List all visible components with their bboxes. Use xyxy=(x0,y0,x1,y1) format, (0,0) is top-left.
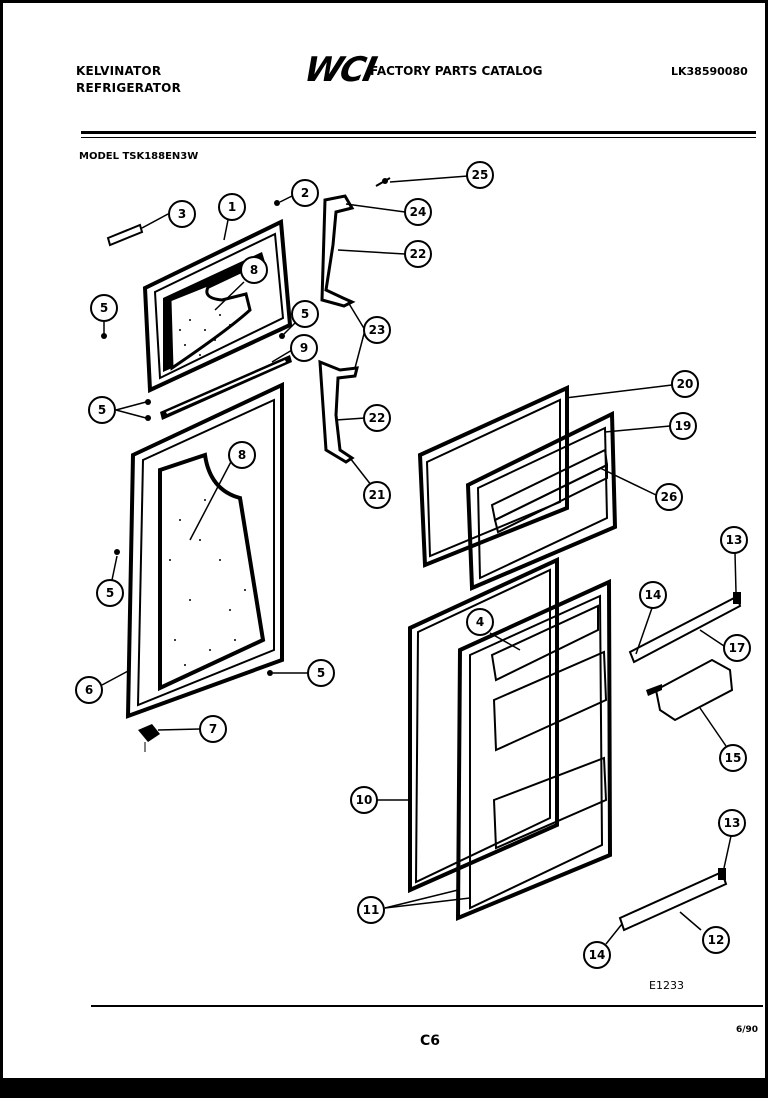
callout-5: 5 xyxy=(307,659,335,687)
callout-22: 22 xyxy=(363,404,391,432)
page-number: C6 xyxy=(420,1033,441,1049)
callout-5: 5 xyxy=(96,579,124,607)
callout-6: 6 xyxy=(75,676,103,704)
svg-text:5: 5 xyxy=(301,307,309,321)
callout-5: 5 xyxy=(291,300,319,328)
callout-21: 21 xyxy=(363,481,391,509)
catalog-sheet: KELVINATOR REFRIGERATOR WCI FACTORY PART… xyxy=(3,3,765,1078)
svg-text:22: 22 xyxy=(369,411,386,425)
svg-text:21: 21 xyxy=(369,488,386,502)
svg-text:22: 22 xyxy=(410,247,427,261)
callout-14: 14 xyxy=(583,941,611,969)
svg-text:1: 1 xyxy=(228,200,236,214)
svg-text:15: 15 xyxy=(725,751,742,765)
svg-text:8: 8 xyxy=(238,448,246,462)
brand-name: KELVINATOR xyxy=(76,64,162,78)
exploded-parts-diagram: 25 2 24 3 1 22 8 5 5 23 9 5 22 21 8 5 6 … xyxy=(75,161,751,969)
svg-text:2: 2 xyxy=(301,186,309,200)
svg-text:14: 14 xyxy=(645,588,662,602)
svg-text:13: 13 xyxy=(726,533,743,547)
callout-8: 8 xyxy=(240,256,268,284)
callout-17: 17 xyxy=(723,634,751,662)
callout-5: 5 xyxy=(90,294,118,322)
callout-4: 4 xyxy=(466,608,494,636)
figure-code: E1233 xyxy=(649,979,684,992)
svg-text:14: 14 xyxy=(589,948,606,962)
svg-text:5: 5 xyxy=(106,586,114,600)
shelf-bar-upper xyxy=(628,592,742,664)
callout-19: 19 xyxy=(669,412,697,440)
callout-26: 26 xyxy=(655,483,683,511)
callout-7: 7 xyxy=(199,715,227,743)
svg-text:3: 3 xyxy=(178,207,186,221)
callout-13: 13 xyxy=(718,809,746,837)
callout-10: 10 xyxy=(350,786,378,814)
callout-20: 20 xyxy=(671,370,699,398)
callout-5: 5 xyxy=(88,396,116,424)
svg-text:10: 10 xyxy=(356,793,373,807)
callout-12: 12 xyxy=(702,926,730,954)
model-label: MODEL TSK188EN3W xyxy=(79,151,199,162)
callout-8: 8 xyxy=(228,441,256,469)
svg-text:23: 23 xyxy=(369,323,386,337)
svg-text:19: 19 xyxy=(675,419,692,433)
callout-23: 23 xyxy=(363,316,391,344)
page-date: 6/90 xyxy=(736,1025,759,1035)
svg-text:9: 9 xyxy=(300,341,308,355)
shelf-bar-lower xyxy=(618,868,728,932)
svg-text:6: 6 xyxy=(85,683,93,697)
catalog-number: LK38590080 xyxy=(671,65,748,78)
callout-11: 11 xyxy=(357,896,385,924)
svg-text:26: 26 xyxy=(661,490,678,504)
header-rule-thin xyxy=(81,137,756,138)
fresh-food-door-assembly xyxy=(125,381,284,719)
header-rule xyxy=(81,131,756,134)
callout-14: 14 xyxy=(639,581,667,609)
callout-2: 2 xyxy=(291,179,319,207)
freezer-inner-door xyxy=(417,384,618,591)
shelf-bin-15 xyxy=(646,658,734,722)
callout-22: 22 xyxy=(404,240,432,268)
svg-text:17: 17 xyxy=(729,641,746,655)
hinge-part-7 xyxy=(138,724,160,752)
svg-text:4: 4 xyxy=(476,615,484,629)
svg-text:5: 5 xyxy=(317,666,325,680)
svg-text:24: 24 xyxy=(410,205,427,219)
svg-text:20: 20 xyxy=(677,377,694,391)
fresh-food-inner-door xyxy=(408,556,613,922)
leader-lines xyxy=(101,175,737,945)
svg-text:8: 8 xyxy=(250,263,258,277)
divider-strip-9 xyxy=(160,355,292,420)
catalog-title: FACTORY PARTS CATALOG xyxy=(370,64,543,78)
callout-25: 25 xyxy=(466,161,494,189)
callout-1: 1 xyxy=(218,193,246,221)
footer-rule xyxy=(91,1005,763,1007)
callout-15: 15 xyxy=(719,744,747,772)
product-type: REFRIGERATOR xyxy=(76,81,182,95)
svg-text:12: 12 xyxy=(708,933,725,947)
callout-13: 13 xyxy=(720,526,748,554)
svg-text:7: 7 xyxy=(209,722,217,736)
svg-text:13: 13 xyxy=(724,816,741,830)
brand-block: KELVINATOR REFRIGERATOR xyxy=(76,63,181,97)
svg-text:5: 5 xyxy=(100,301,108,315)
svg-text:11: 11 xyxy=(363,903,380,917)
svg-text:5: 5 xyxy=(98,403,106,417)
callout-9: 9 xyxy=(290,334,318,362)
svg-text:25: 25 xyxy=(472,168,489,182)
callout-3: 3 xyxy=(168,200,196,228)
screws-5 xyxy=(101,200,285,676)
callout-24: 24 xyxy=(404,198,432,226)
